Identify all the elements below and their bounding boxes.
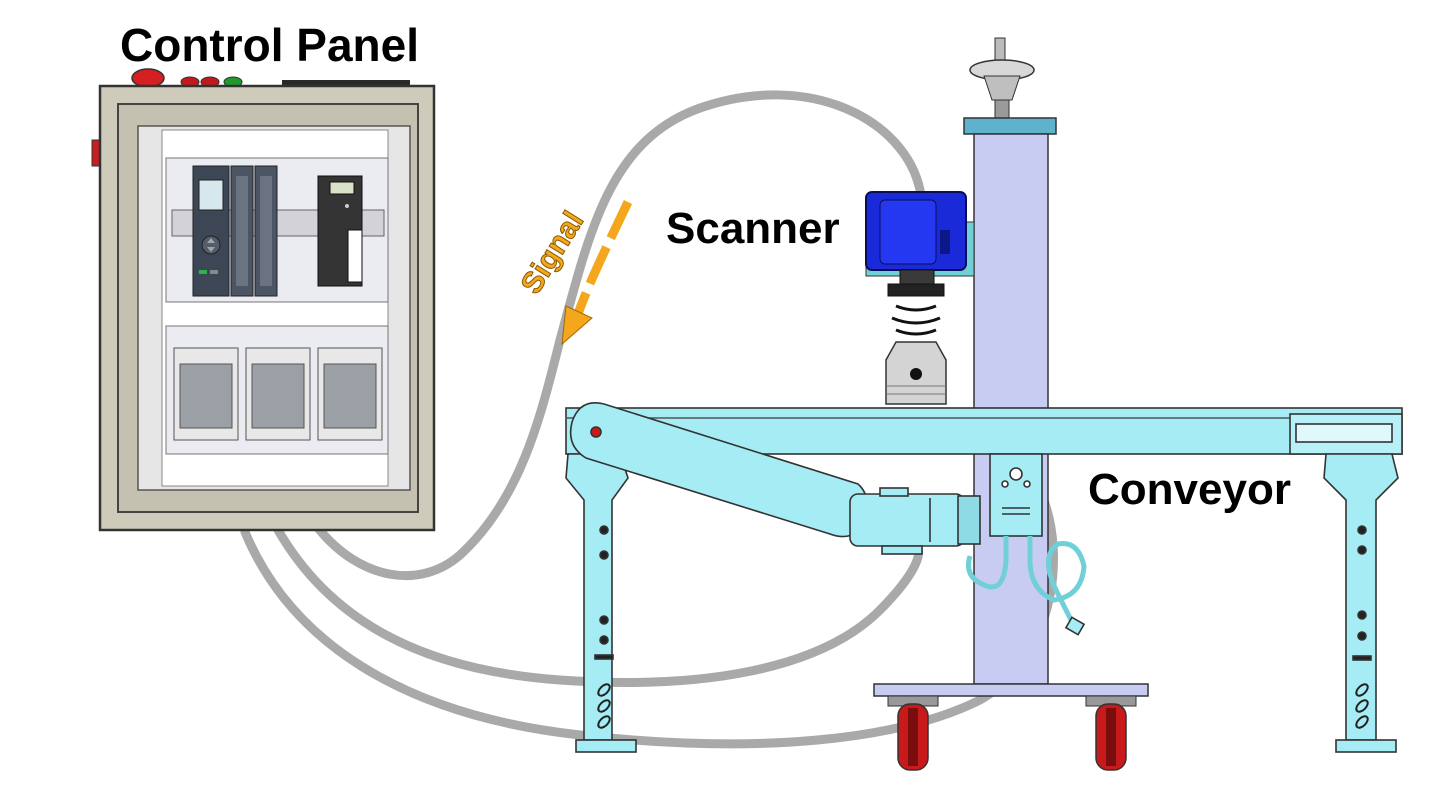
conveyor [565,402,1403,753]
control-panel [91,68,436,532]
column-cap [963,117,1057,135]
scanner-lens-mount [899,269,935,285]
conveyor-leg-right [1323,453,1399,753]
scanner-lens [887,283,945,297]
caster-left [887,695,939,771]
caster-right [1085,695,1137,771]
stand-top-knob [969,37,1035,119]
power-plug [1064,616,1086,636]
signal-cable [313,90,925,580]
plc-io-modules [230,165,278,297]
drive-pulley-bolt [590,426,602,438]
conveyor-leg-left [565,453,637,753]
plc-display [198,179,224,211]
terminal-block-1 [173,347,239,441]
power-cord [966,536,1087,628]
motor-control-box [989,453,1043,537]
barcode-reader-module [317,175,363,287]
terminal-block-3 [317,347,383,441]
terminal-block-2 [245,347,311,441]
conveyor-label: Conveyor [1088,465,1291,514]
scanner-label: Scanner [666,204,840,253]
panel-top-handle [282,80,410,88]
terminal-blocks [173,347,383,441]
scanner [865,191,975,297]
power-cable-1 [273,525,924,687]
scanned-part [885,341,947,405]
signal-arrow [561,200,633,346]
control-panel-label: Control Panel [120,19,420,71]
plc-cpu [192,165,230,297]
signal-arrowhead [561,305,593,346]
scan-waves [891,304,941,336]
drive-motor [849,487,981,555]
stand-base-plate [873,683,1149,697]
